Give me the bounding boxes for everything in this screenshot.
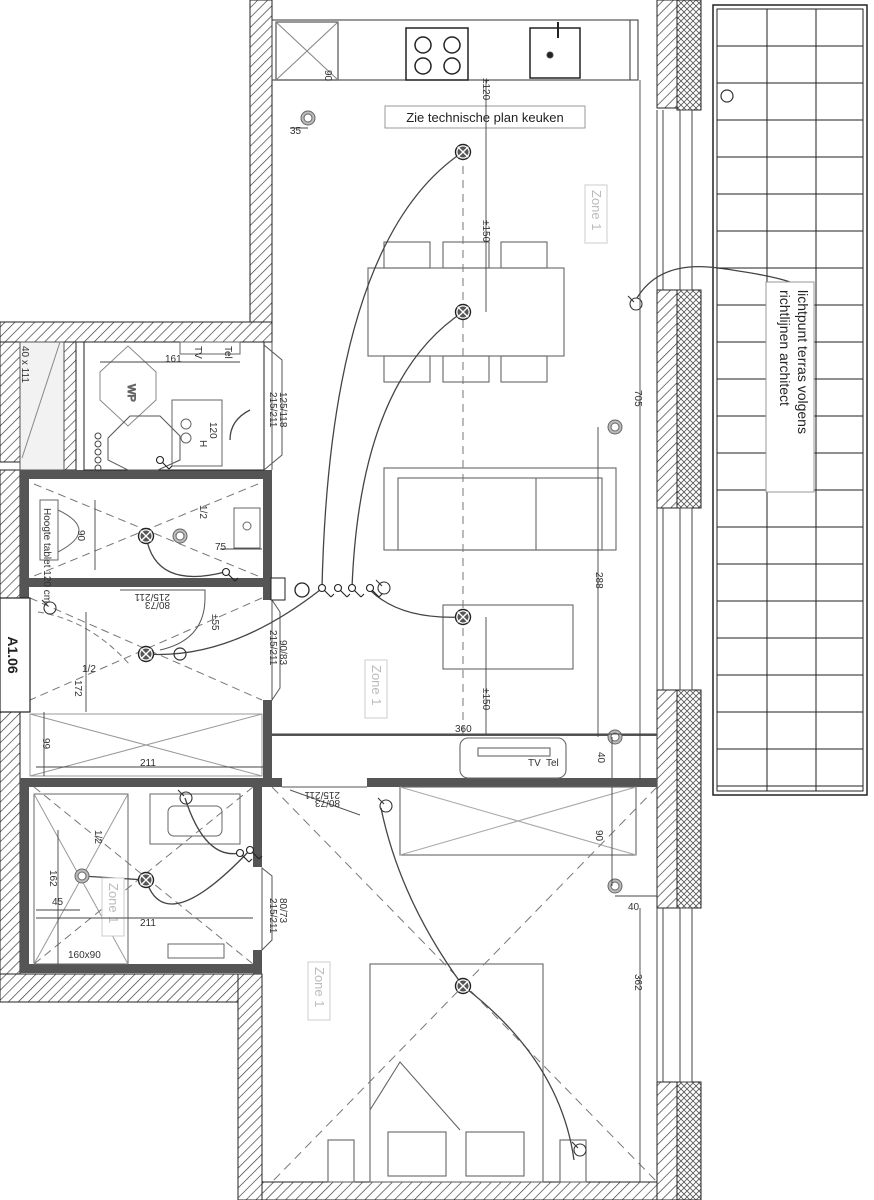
dim-150-bottom: ±150 xyxy=(480,688,491,711)
bed xyxy=(327,963,587,1183)
ceiling-light-hall xyxy=(137,645,155,663)
dim-half-hall: 1/2 xyxy=(82,664,96,675)
zone-labels: Zone 1 Zone 1 Zone 1 Zone 1 xyxy=(101,184,608,1021)
dim-h: H xyxy=(197,440,208,447)
walls xyxy=(0,0,702,1200)
ceiling-light-wc xyxy=(137,527,155,545)
storage-label: 40 x 111 xyxy=(19,346,30,383)
terrace-grid xyxy=(712,4,868,796)
dim-161: 161 xyxy=(165,354,182,365)
tel-label-a: Tel xyxy=(222,346,233,359)
terrace-note-line1: lichtpunt terras volgens xyxy=(795,290,811,434)
unit-code-box: A1.06 xyxy=(0,597,31,713)
dim-35: 35 xyxy=(290,126,302,137)
storage-closet xyxy=(19,341,65,471)
dim-door-8073-b: 80/73 xyxy=(315,797,340,808)
tv-label-b: TV xyxy=(528,758,541,769)
dim-90-right: 90 xyxy=(593,830,604,842)
dim-door-8073-a: 80/73 xyxy=(145,599,170,610)
dim-150-top: ±150 xyxy=(480,220,491,243)
zone-label-living: Zone 1 xyxy=(369,665,384,705)
dim-door-215-d: 215/211 xyxy=(304,789,340,800)
ceiling-light-dining xyxy=(454,303,472,321)
dim-40-b: 40 xyxy=(628,902,640,913)
dim-99: 99 xyxy=(40,738,51,750)
dim-120: ±120 xyxy=(480,78,491,101)
zone-label-kitchen: Zone 1 xyxy=(589,190,604,230)
ceiling-light-bath xyxy=(137,871,155,889)
terrace-light-icon xyxy=(720,89,734,103)
zone-label-bedroom: Zone 1 xyxy=(312,967,327,1007)
dim-door-215-b: 215/211 xyxy=(134,591,170,602)
dim-172: 172 xyxy=(72,680,83,697)
hall-light-icon xyxy=(173,647,187,661)
hallway-closet xyxy=(29,713,263,777)
dim-door-125: 125/118 xyxy=(277,392,288,428)
dim-door-8073-c: 80/73 xyxy=(277,898,288,923)
ceiling-light-bedroom xyxy=(454,977,472,995)
shower-label: 160x90 xyxy=(68,950,101,961)
dim-120-h: 120 xyxy=(207,422,218,439)
dim-door-9083: 90/83 xyxy=(277,640,288,665)
dim-90-top: 90 xyxy=(322,70,333,82)
dim-half-wc: 1/2 xyxy=(197,505,208,519)
sofa xyxy=(383,467,617,551)
terrace-tiles xyxy=(717,9,863,791)
tv-unit xyxy=(459,737,567,779)
dim-705: 705 xyxy=(632,390,643,407)
kitchen-note: Zie technische plan keuken xyxy=(406,110,564,125)
windows xyxy=(656,109,693,1083)
wiring xyxy=(81,151,791,1161)
dim-162: 162 xyxy=(47,870,58,887)
dim-211-a: 211 xyxy=(140,758,156,769)
doors xyxy=(120,342,367,952)
light-fixtures xyxy=(137,143,472,995)
terrace-note-box: lichtpunt terras volgens richtlijnen arc… xyxy=(765,281,815,493)
dim-door-215-e: 215/211 xyxy=(267,898,278,934)
unit-code: A1.06 xyxy=(5,636,21,674)
toilet-note: Hoogte tablet 120 cm xyxy=(41,508,52,603)
doorbell-icon xyxy=(294,582,310,598)
kitchen-note-box: Zie technische plan keuken xyxy=(384,105,586,129)
dim-75: 75 xyxy=(215,542,227,553)
dimension-lines xyxy=(36,80,657,1182)
dim-360: 360 xyxy=(455,724,472,735)
dimension-labels: 90 35 ±120 ±150 705 288 ±150 360 40 90 4… xyxy=(19,70,643,991)
dim-40-a: 40 xyxy=(595,752,606,764)
dim-211-b: 211 xyxy=(140,918,156,929)
ceiling-light-living xyxy=(454,608,472,626)
ceiling-light-kitchen xyxy=(454,143,472,161)
tel-label-b: Tel xyxy=(546,758,559,769)
dim-55: ±55 xyxy=(209,614,220,631)
dim-45: 45 xyxy=(52,897,64,908)
dim-door-215-a: 215/211 xyxy=(267,392,278,428)
terrace-note-line2: richtlijnen architect xyxy=(777,290,793,406)
dim-half-bath: 1/2 xyxy=(92,830,103,844)
kitchen-counter xyxy=(271,19,639,81)
tv-label-a: TV xyxy=(192,346,203,359)
technical-room: WP xyxy=(83,341,265,472)
dim-90-wc: 90 xyxy=(75,530,86,542)
dim-362: 362 xyxy=(632,974,643,991)
dim-288: 288 xyxy=(593,572,604,589)
coffee-table xyxy=(442,604,574,670)
wp-label: WP xyxy=(125,384,137,402)
zone-label-bath: Zone 1 xyxy=(106,883,121,923)
switches xyxy=(41,89,734,1157)
partitions xyxy=(20,470,657,974)
dim-door-215-c: 215/211 xyxy=(267,630,278,666)
wardrobe xyxy=(399,786,637,856)
dining-table xyxy=(367,241,565,383)
